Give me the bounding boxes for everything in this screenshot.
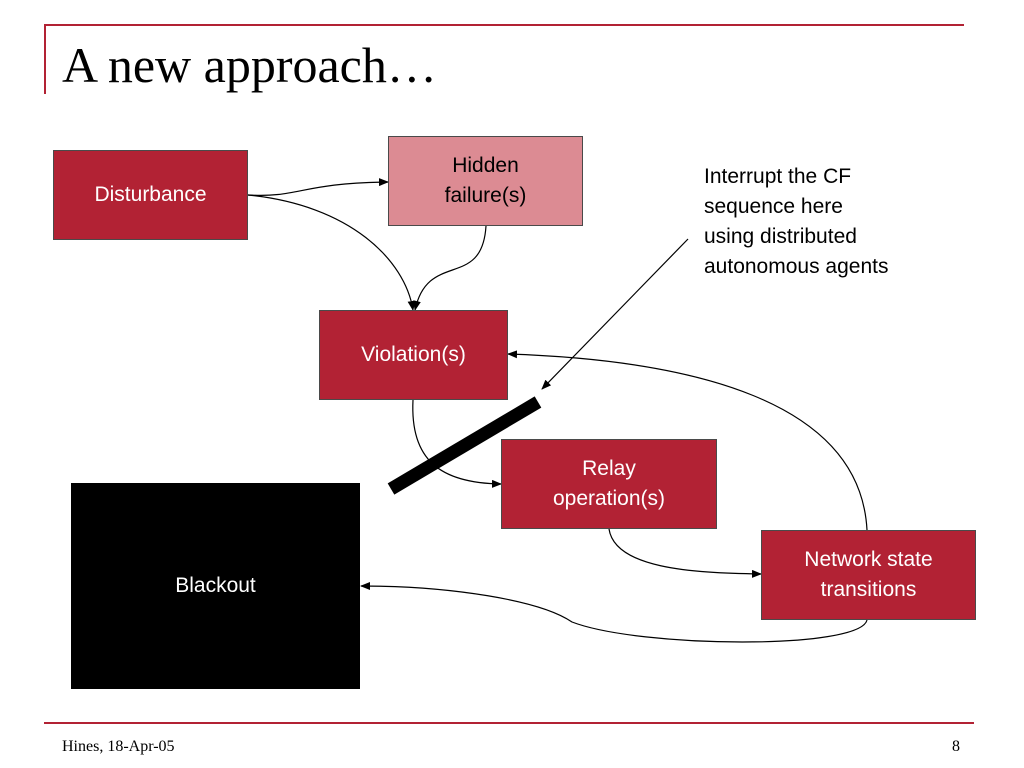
node-relay-operations-label-line2: operation(s) — [552, 487, 666, 510]
node-disturbance: Disturbance — [53, 150, 248, 240]
annotation-line-1: Interrupt the CF — [704, 165, 852, 188]
node-network-state-transitions: Network state transitions — [761, 530, 976, 620]
footer-text: Hines, 18-Apr-05 — [62, 738, 175, 755]
annotation-pointer-arrow — [541, 238, 689, 390]
footer-divider — [44, 722, 974, 724]
node-relay-operations: Relay operation(s) — [501, 439, 717, 529]
annotation-line-3: using distributed — [704, 225, 857, 249]
slide-title: A new approach… — [62, 37, 437, 93]
annotation-text: Interrupt the CF sequence here using dis… — [704, 162, 994, 282]
node-violations: Violation(s) — [319, 310, 508, 400]
page-number: 8 — [952, 738, 960, 755]
edge-network-state-to-violations — [507, 350, 868, 531]
node-network-state-label-line1: Network state — [804, 548, 933, 572]
node-disturbance-label: Disturbance — [94, 183, 207, 207]
annotation-line-4: autonomous agents — [704, 255, 889, 279]
node-hidden-failures-label-line2: failure(s) — [444, 184, 527, 207]
edge-hidden-failures-to-violations — [413, 225, 487, 311]
node-blackout: Blackout — [71, 483, 360, 689]
title-side-accent — [44, 24, 46, 94]
edge-network-state-to-blackout — [360, 582, 868, 643]
edge-disturbance-to-hidden-failures — [247, 178, 389, 196]
node-violations-label: Violation(s) — [361, 343, 466, 367]
node-hidden-failures: Hidden failure(s) — [388, 136, 583, 226]
title-accent-line — [44, 24, 964, 26]
interruption-barrier — [387, 396, 542, 495]
node-relay-operations-label-line1: Relay — [582, 457, 636, 481]
node-hidden-failures-label-line1: Hidden — [452, 154, 519, 178]
edge-disturbance-to-violations — [247, 194, 416, 311]
node-network-state-label-line2: transitions — [820, 578, 917, 601]
annotation-line-2: sequence here — [704, 195, 843, 219]
node-blackout-label: Blackout — [175, 574, 256, 598]
edge-relay-operations-to-network-state — [608, 528, 762, 578]
